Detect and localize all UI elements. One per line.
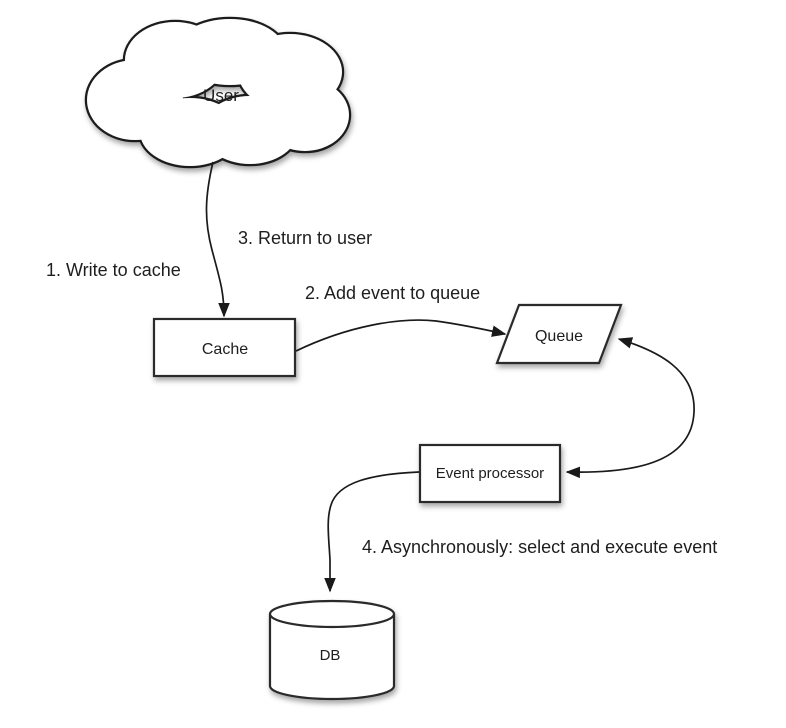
- db-cylinder: [268, 599, 396, 701]
- edge-cache-to-queue: [295, 319, 507, 352]
- step-label-return-to-user: 3. Return to user: [238, 228, 372, 248]
- step-label-async-execute: 4. Asynchronously: select and execute ev…: [362, 537, 717, 557]
- step-label-add-event-to-queue: 2. Add event to queue: [305, 283, 480, 303]
- node-user: [84, 16, 352, 169]
- queue-parallelogram: [495, 303, 623, 365]
- node-event-processor: [418, 443, 562, 504]
- edge-queue-to-event-processor: [565, 337, 695, 479]
- node-db: [268, 599, 396, 701]
- cache-rectangle: [152, 317, 297, 378]
- node-user-label: User: [203, 86, 239, 105]
- event-processor-rectangle: [418, 443, 562, 504]
- node-cache: [152, 317, 297, 378]
- cloud-shape: [84, 16, 352, 169]
- node-queue: [495, 303, 623, 365]
- node-event-processor-label: Event processor: [436, 465, 544, 482]
- node-db-label: DB: [320, 647, 341, 664]
- node-cache-label: Cache: [202, 341, 248, 358]
- edge-event-processor-to-db: [324, 471, 420, 593]
- edge-user-to-cache: [205, 161, 230, 318]
- step-label-write-to-cache: 1. Write to cache: [46, 260, 181, 280]
- node-queue-label: Queue: [535, 328, 583, 345]
